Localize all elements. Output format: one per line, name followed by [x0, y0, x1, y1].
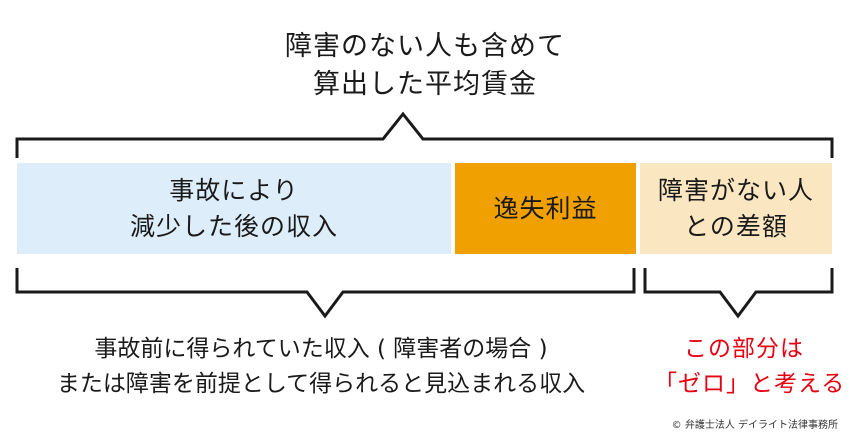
copyright-notice: © 弁護士法人 デイライト法律事務所 [671, 420, 838, 431]
zero-caption: この部分は 「ゼロ」と考える [654, 332, 846, 402]
lost-profit-box: 逸失利益 [455, 163, 636, 254]
average-wage-caption-line2: 算出した平均賃金 [313, 69, 537, 100]
difference-line1: 障害がない人 [657, 175, 814, 205]
lost-profit-label: 逸失利益 [493, 193, 598, 223]
pre-accident-income-brace [15, 268, 636, 319]
difference-line2: との差額 [684, 211, 788, 241]
top-brace [15, 111, 834, 158]
difference-brace [643, 268, 834, 319]
reduced-income-line1: 事故により [169, 175, 299, 205]
average-wage-caption-line1: 障害のない人も含めて [285, 31, 565, 62]
pre-accident-income-line1: 事故前に得られていた収入 ( 障害者の場合 ) [94, 336, 548, 362]
difference-box: 障害がない人 との差額 [640, 163, 832, 254]
pre-accident-income-line2: または障害を前提として得られると見込まれる収入 [56, 371, 586, 397]
reduced-income-box: 事故により 減少した後の収入 [17, 163, 451, 254]
zero-caption-line2: 「ゼロ」と考える [654, 371, 846, 397]
zero-caption-line1: この部分は [684, 336, 804, 362]
pre-accident-income-caption: 事故前に得られていた収入 ( 障害者の場合 ) または障害を前提として得られると… [14, 332, 628, 402]
average-wage-caption: 障害のない人も含めて 算出した平均賃金 [0, 28, 850, 104]
reduced-income-line2: 減少した後の収入 [129, 211, 338, 241]
